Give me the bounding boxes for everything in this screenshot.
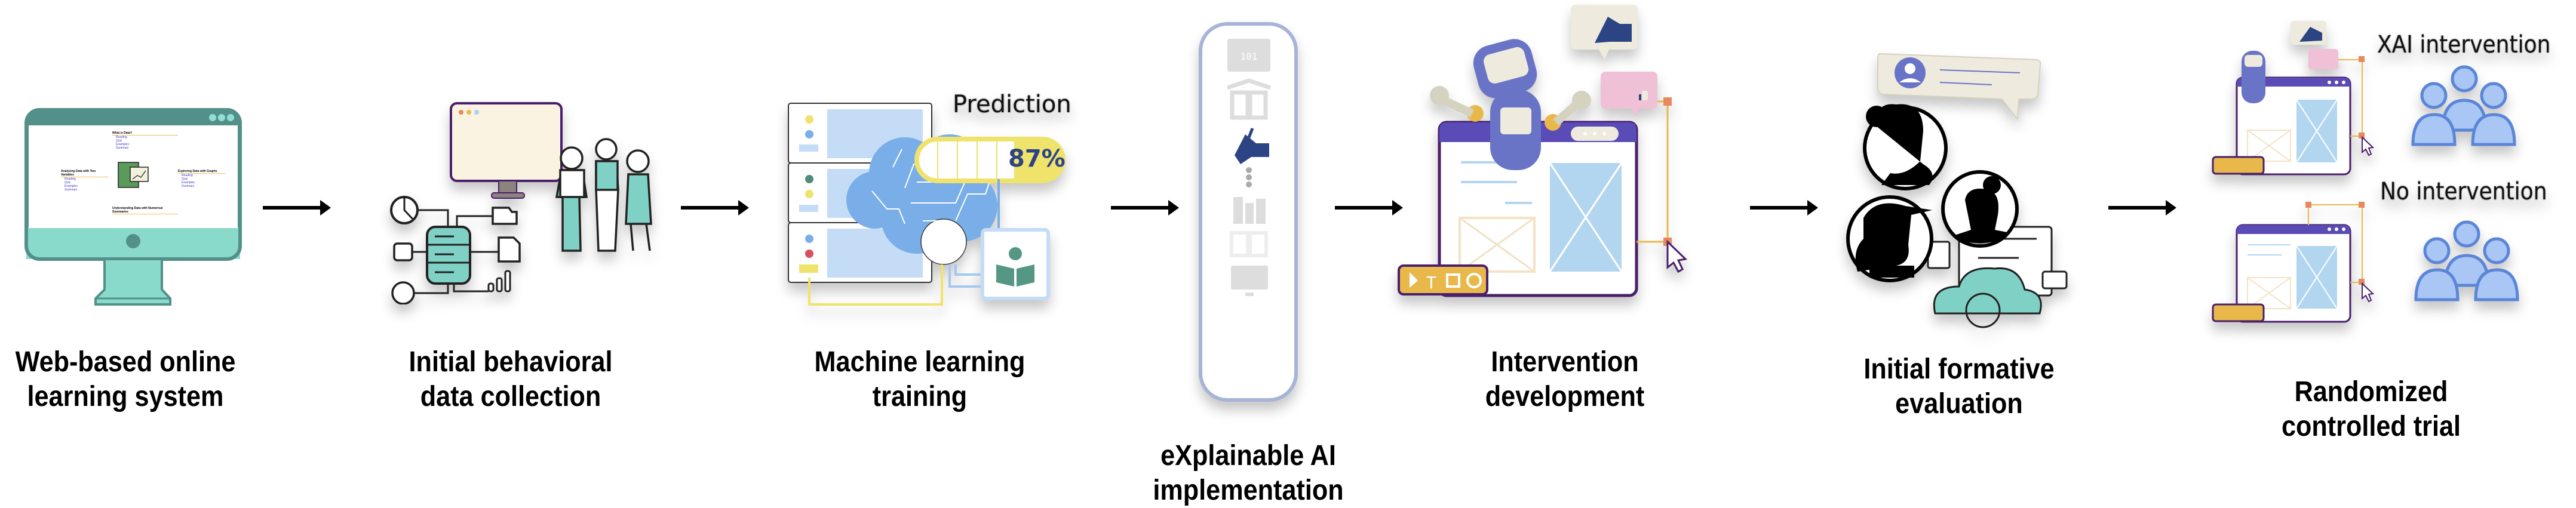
robot-icon bbox=[1430, 39, 1591, 170]
monitor-icon bbox=[450, 102, 563, 182]
module-link[interactable]: Quiz bbox=[182, 177, 188, 181]
flow-arrow bbox=[263, 200, 331, 215]
flow-arrow bbox=[1750, 200, 1818, 215]
module-link[interactable]: Reading bbox=[182, 174, 193, 177]
monitor-stand bbox=[94, 258, 171, 306]
library-book-icon bbox=[1226, 78, 1272, 120]
people-group-icon bbox=[555, 138, 652, 252]
cursor-icon bbox=[1666, 239, 1688, 273]
user-avatar-icon bbox=[1863, 104, 1948, 190]
module-link[interactable]: Quiz bbox=[116, 139, 122, 143]
stage-label-rct: Randomized controlled trial bbox=[2281, 376, 2461, 442]
window-dot-icon bbox=[218, 114, 225, 121]
open-book-icon bbox=[1230, 231, 1268, 257]
prediction-title: Prediction bbox=[953, 91, 1071, 118]
image-placeholder-icon bbox=[1459, 217, 1536, 273]
window-dot-icon bbox=[227, 114, 234, 121]
module-title: What is Data? bbox=[112, 131, 178, 136]
feedback-bubble-icon bbox=[1601, 72, 1657, 116]
prediction-bar-fill bbox=[1014, 141, 1061, 178]
flow-arrow bbox=[1111, 200, 1179, 215]
svg-text:T: T bbox=[1426, 273, 1436, 293]
flow-arrow bbox=[681, 200, 749, 215]
module-link[interactable]: Reading bbox=[116, 136, 127, 139]
prediction-value: 87% bbox=[1008, 145, 1066, 173]
connector-lines bbox=[1637, 97, 1672, 246]
comment-bubble-icon bbox=[1877, 53, 2041, 121]
document-icon bbox=[498, 236, 521, 263]
svg-text:101: 101 bbox=[1241, 51, 1258, 62]
module-link[interactable]: Examples bbox=[116, 143, 129, 146]
toolbar-icons bbox=[2212, 303, 2265, 322]
stage-xai: 101 bbox=[1198, 21, 1299, 409]
user-avatar-icon bbox=[1941, 170, 2019, 248]
monitor-icon bbox=[1231, 266, 1268, 296]
writing-hand-bubble-icon bbox=[1571, 5, 1638, 60]
module-title: Exploring Data with Graphs bbox=[178, 170, 226, 174]
folder-icon bbox=[2041, 270, 2068, 290]
participant-group-icon bbox=[2411, 65, 2516, 146]
flow-arrow bbox=[2108, 200, 2176, 215]
module-link[interactable]: Summary bbox=[65, 188, 78, 192]
easel-chart-icon bbox=[130, 167, 149, 182]
cursor-icon bbox=[2362, 136, 2375, 156]
module-title: Understanding Data with Numerical Summar… bbox=[112, 207, 178, 214]
stage-data-collection bbox=[370, 101, 669, 305]
module-link[interactable]: Summary bbox=[116, 146, 129, 150]
bar-chart-icon bbox=[487, 270, 511, 293]
module-link[interactable]: Examples bbox=[182, 181, 195, 184]
stage-web-system: What is Data? Reading Quiz Examples Summ… bbox=[24, 107, 245, 310]
module-link[interactable]: Examples bbox=[65, 184, 78, 188]
image-icon bbox=[393, 242, 413, 261]
no-intervention-window bbox=[2212, 202, 2375, 323]
module-link[interactable]: Summary bbox=[182, 184, 195, 188]
stage-label-xai: eXplainable AI implementation bbox=[1153, 440, 1344, 506]
module-numerical-summaries: Understanding Data with Numerical Summar… bbox=[112, 207, 178, 214]
power-button-icon bbox=[126, 234, 140, 248]
stage-label-ml-training: Machine learning training bbox=[814, 346, 1026, 412]
stage-rct: XAI intervention No intervention bbox=[2204, 18, 2576, 352]
user-avatar-icon bbox=[1846, 195, 1933, 282]
toolbar-icons bbox=[2212, 156, 2265, 175]
module-link[interactable]: Quiz bbox=[65, 181, 71, 184]
stage-formative-eval bbox=[1840, 36, 2078, 334]
stage-label-data-collection: Initial behavioral data collection bbox=[409, 346, 613, 412]
stage-label-web-system: Web-based online learning system bbox=[15, 346, 236, 412]
database-icon bbox=[426, 226, 471, 285]
reading-person-icon bbox=[1009, 247, 1022, 260]
module-title: Analyzing Data with Two Variables bbox=[61, 170, 109, 177]
stage-intervention-dev: T bbox=[1392, 0, 1726, 304]
module-link[interactable]: Reading bbox=[65, 177, 76, 181]
cursor-icon bbox=[2362, 282, 2375, 303]
more-dots-icon bbox=[1246, 167, 1252, 187]
feedback-bubble-icon bbox=[2308, 49, 2338, 69]
stage-ml-training: Prediction 87% bbox=[776, 90, 1111, 322]
module-graphs: Exploring Data with Graphs Reading Quiz … bbox=[178, 170, 226, 188]
ai-brain-cloud-icon bbox=[846, 134, 997, 265]
xai-intervention-label: XAI intervention bbox=[2377, 31, 2551, 59]
books-icon bbox=[1233, 197, 1266, 224]
prediction-bar bbox=[914, 137, 1066, 183]
binary-data-icon: 101 bbox=[1227, 39, 1270, 72]
app-window bbox=[1438, 121, 1638, 297]
no-intervention-label: No intervention bbox=[2380, 178, 2547, 205]
participant-group-icon bbox=[2414, 220, 2519, 301]
cloud-sync-icon bbox=[1933, 267, 2042, 328]
monitor-illustration bbox=[24, 108, 242, 306]
reader-icon-box bbox=[981, 228, 1050, 300]
flow-arrow bbox=[1335, 200, 1403, 215]
xai-intervention-window bbox=[2212, 21, 2375, 176]
window-dot-icon bbox=[209, 114, 216, 121]
stage-label-intervention-dev: Intervention development bbox=[1485, 346, 1645, 412]
folder-icon bbox=[492, 207, 518, 225]
toolbar-icons: T bbox=[1398, 264, 1488, 295]
module-what-is-data: What is Data? Reading Quiz Examples Summ… bbox=[112, 131, 178, 150]
stage-label-formative-eval: Initial formative evaluation bbox=[1863, 353, 2055, 420]
user-icon bbox=[391, 281, 415, 305]
module-two-variables: Analyzing Data with Two Variables Readin… bbox=[61, 170, 109, 192]
writing-hand-icon bbox=[1235, 128, 1269, 164]
